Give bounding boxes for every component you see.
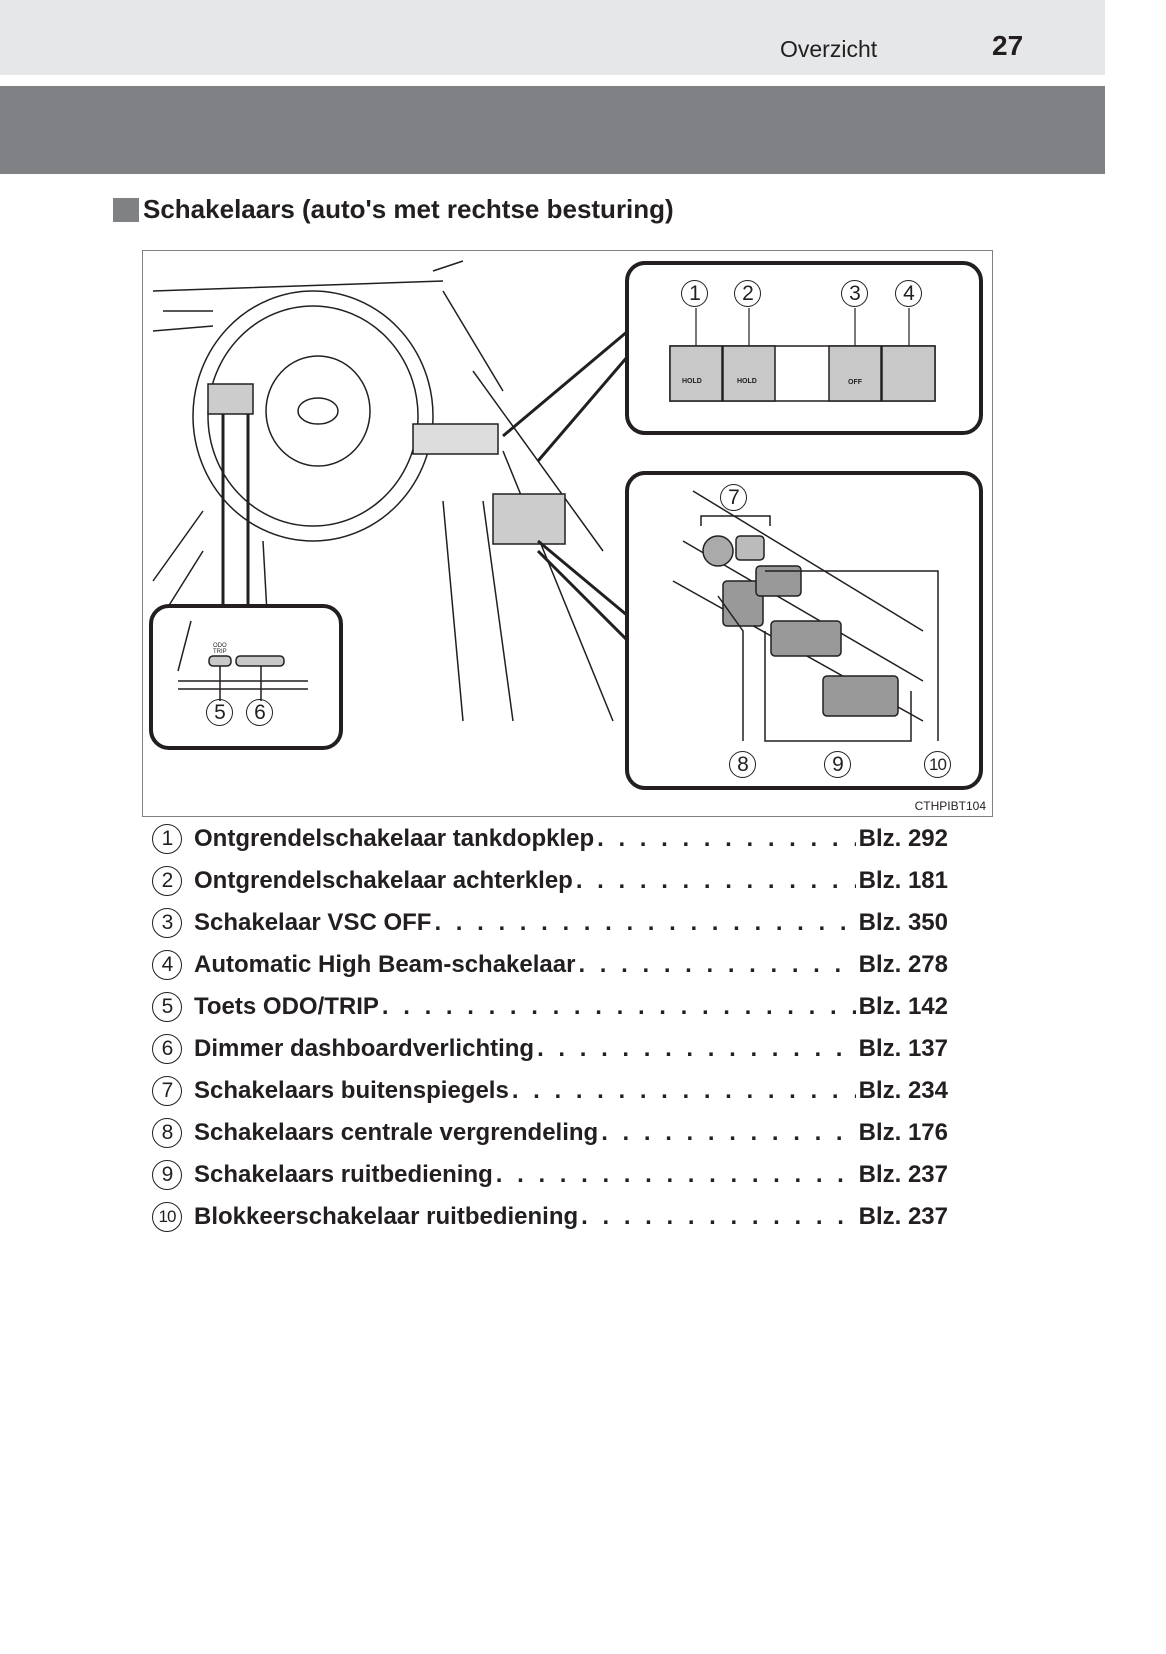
vsc-off-label: OFF <box>848 379 862 386</box>
callout-4: 4 <box>895 280 922 307</box>
item-label: Schakelaar VSC OFF <box>194 909 432 936</box>
item-label: Ontgrendelschakelaar tankdopklep <box>194 825 595 852</box>
section-title: Overzicht <box>780 36 878 62</box>
dot-leader <box>434 909 855 937</box>
item-number: 9 <box>152 1160 182 1190</box>
item-number: 1 <box>152 824 182 854</box>
page-number: 27 <box>992 30 1024 61</box>
page-reference[interactable]: Blz. 292 <box>858 825 948 852</box>
list-item: 10 Blokkeerschakelaar ruitbediening Blz. 2… <box>152 1196 948 1238</box>
section-heading: Schakelaars (auto's met rechtse besturin… <box>113 194 674 225</box>
item-label: Schakelaars buitenspiegels <box>194 1077 509 1104</box>
item-number: 6 <box>152 1034 182 1064</box>
page-reference[interactable]: Blz. 237 <box>858 1203 948 1230</box>
list-item: 4 Automatic High Beam-schakelaar Blz. 278 <box>152 944 948 986</box>
callout-7: 7 <box>720 484 747 511</box>
dashboard-illustration <box>149 260 983 790</box>
list-item: 3 Schakelaar VSC OFF Blz. 350 <box>152 902 948 944</box>
dot-leader <box>382 993 856 1021</box>
dot-leader <box>578 951 855 979</box>
callout-9: 9 <box>824 751 851 778</box>
page-reference[interactable]: Blz. 142 <box>858 993 948 1020</box>
header-band <box>0 0 1105 75</box>
item-label: Toets ODO/TRIP <box>194 993 379 1020</box>
dot-leader <box>576 867 856 895</box>
list-item: 8 Schakelaars centrale vergrendeling Blz. … <box>152 1112 948 1154</box>
chapter-band <box>0 86 1105 174</box>
callout-2: 2 <box>734 280 761 307</box>
page-reference[interactable]: Blz. 176 <box>858 1119 948 1146</box>
item-label: Ontgrendelschakelaar achterklep <box>194 867 573 894</box>
item-number: 8 <box>152 1118 182 1148</box>
heading-square-icon <box>113 197 139 222</box>
list-item: 6 Dimmer dashboardverlichting Blz. 137 <box>152 1028 948 1070</box>
item-number: 10 <box>152 1202 182 1232</box>
item-number: 4 <box>152 950 182 980</box>
steering-wheel <box>192 290 434 542</box>
figure-code: CTHPIBT104 <box>914 799 986 813</box>
callout-1: 1 <box>681 280 708 307</box>
dot-leader <box>601 1119 855 1147</box>
callout-3: 3 <box>841 280 868 307</box>
dot-leader <box>597 825 855 853</box>
heading-text: Schakelaars (auto's met rechtse besturin… <box>143 194 674 224</box>
item-number: 7 <box>152 1076 182 1106</box>
item-number: 5 <box>152 992 182 1022</box>
page-reference[interactable]: Blz. 234 <box>858 1077 948 1104</box>
callout-6: 6 <box>246 699 273 726</box>
item-number: 3 <box>152 908 182 938</box>
callout-8: 8 <box>729 751 756 778</box>
item-label: Schakelaars ruitbediening <box>194 1161 493 1188</box>
item-label: Blokkeerschakelaar ruitbediening <box>194 1203 579 1230</box>
page-reference[interactable]: Blz. 278 <box>858 951 948 978</box>
page-reference[interactable]: Blz. 181 <box>858 867 948 894</box>
list-item: 9 Schakelaars ruitbediening Blz. 237 <box>152 1154 948 1196</box>
item-number: 2 <box>152 866 182 896</box>
list-item: 5 Toets ODO/TRIP Blz. 142 <box>152 986 948 1028</box>
callout-5: 5 <box>206 699 233 726</box>
item-label: Schakelaars centrale vergrendeling <box>194 1119 599 1146</box>
item-label: Automatic High Beam-schakelaar <box>194 951 576 978</box>
inset-odo-panel <box>149 604 343 750</box>
dot-leader <box>496 1161 856 1189</box>
trunk-hold-label: HOLD <box>737 378 757 385</box>
dot-leader <box>537 1035 856 1063</box>
list-item: 2 Ontgrendelschakelaar achterklep Blz. 181 <box>152 860 948 902</box>
fuel-hold-label: HOLD <box>682 378 702 385</box>
switch-list: 1 Ontgrendelschakelaar tankdopklep Blz. 29… <box>152 818 948 1238</box>
page-reference[interactable]: Blz. 350 <box>858 909 948 936</box>
dot-leader <box>512 1077 856 1105</box>
list-item: 7 Schakelaars buitenspiegels Blz. 234 <box>152 1070 948 1112</box>
list-item: 1 Ontgrendelschakelaar tankdopklep Blz. 29… <box>152 818 948 860</box>
callout-10: 10 <box>924 751 951 778</box>
page-reference[interactable]: Blz. 237 <box>858 1161 948 1188</box>
page-reference[interactable]: Blz. 137 <box>858 1035 948 1062</box>
dot-leader <box>581 1203 855 1231</box>
item-label: Dimmer dashboardverlichting <box>194 1035 535 1062</box>
